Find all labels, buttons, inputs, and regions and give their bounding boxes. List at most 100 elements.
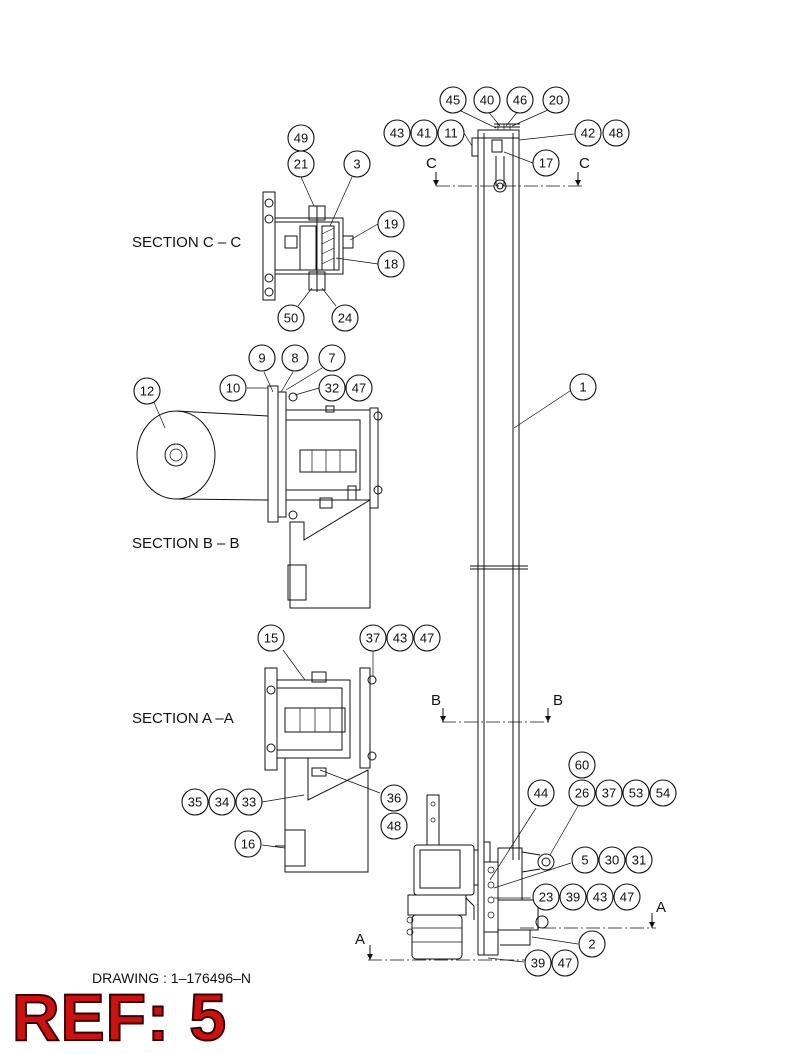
svg-text:3: 3 (353, 157, 360, 172)
svg-text:15: 15 (264, 631, 278, 646)
balloon-49: 49 (287, 124, 315, 152)
balloon-32: 32 (318, 374, 346, 402)
reference-label: REF: 5 (11, 980, 228, 1054)
cut-mark-c-left: C (426, 155, 437, 172)
balloon-43: 43 (386, 624, 414, 652)
balloon-5: 5 (571, 846, 599, 874)
balloon-16: 16 (234, 830, 262, 858)
balloon-34: 34 (208, 788, 236, 816)
svg-text:34: 34 (215, 795, 229, 810)
svg-text:35: 35 (188, 795, 202, 810)
balloon-33: 33 (235, 788, 263, 816)
svg-text:16: 16 (241, 837, 255, 852)
balloon-10: 10 (219, 374, 247, 402)
svg-text:54: 54 (656, 786, 670, 801)
balloon-43: 43 (586, 883, 614, 911)
balloon-24: 24 (331, 304, 359, 332)
balloon-39: 39 (559, 883, 587, 911)
cut-mark-a-left: A (355, 931, 365, 948)
svg-text:47: 47 (620, 890, 634, 905)
svg-text:43: 43 (393, 631, 407, 646)
svg-text:43: 43 (390, 126, 404, 141)
section-b-b-title: SECTION B – B (132, 535, 240, 552)
svg-text:24: 24 (338, 311, 352, 326)
cut-mark-c-right: C (579, 155, 590, 172)
svg-text:19: 19 (384, 217, 398, 232)
svg-text:1: 1 (579, 380, 586, 395)
svg-text:45: 45 (446, 93, 460, 108)
svg-text:49: 49 (294, 131, 308, 146)
balloon-41: 41 (410, 119, 438, 147)
svg-text:10: 10 (226, 381, 240, 396)
svg-text:9: 9 (258, 351, 265, 366)
balloon-50: 50 (277, 304, 305, 332)
svg-text:18: 18 (384, 257, 398, 272)
svg-text:8: 8 (291, 351, 298, 366)
balloon-15: 15 (257, 624, 285, 652)
balloon-31: 31 (625, 846, 653, 874)
balloon-42: 42 (574, 119, 602, 147)
svg-text:39: 39 (566, 890, 580, 905)
svg-text:42: 42 (581, 126, 595, 141)
svg-text:48: 48 (387, 819, 401, 834)
drawing-number: DRAWING : 1–176496–N (92, 970, 251, 986)
balloon-40: 40 (473, 86, 501, 114)
balloon-7: 7 (318, 344, 346, 372)
balloon-35: 35 (181, 788, 209, 816)
balloon-54: 54 (649, 779, 677, 807)
svg-text:47: 47 (558, 956, 572, 971)
svg-text:20: 20 (549, 93, 563, 108)
svg-text:31: 31 (632, 853, 646, 868)
main-column (470, 123, 528, 955)
svg-text:39: 39 (531, 956, 545, 971)
svg-text:46: 46 (513, 93, 527, 108)
cut-mark-a-right: A (656, 899, 666, 916)
balloon-45: 45 (439, 86, 467, 114)
balloon-39: 39 (524, 949, 552, 977)
svg-text:30: 30 (605, 853, 619, 868)
svg-text:2: 2 (588, 937, 595, 952)
svg-text:5: 5 (581, 853, 588, 868)
balloon-47: 47 (613, 883, 641, 911)
svg-text:53: 53 (629, 786, 643, 801)
svg-text:37: 37 (366, 631, 380, 646)
svg-text:47: 47 (352, 381, 366, 396)
svg-text:33: 33 (242, 795, 256, 810)
balloon-26: 26 (568, 779, 596, 807)
svg-text:26: 26 (575, 786, 589, 801)
balloon-8: 8 (281, 344, 309, 372)
balloon-43: 43 (383, 119, 411, 147)
balloon-44: 44 (527, 779, 555, 807)
svg-text:48: 48 (609, 126, 623, 141)
balloon-48: 48 (380, 812, 408, 840)
balloon-18: 18 (377, 250, 405, 278)
svg-text:44: 44 (534, 786, 548, 801)
section-a-a-view (264, 667, 377, 873)
balloon-46: 46 (506, 86, 534, 114)
cut-mark-b-left: B (431, 692, 441, 709)
balloon-36: 36 (380, 784, 408, 812)
svg-text:40: 40 (480, 93, 494, 108)
svg-text:17: 17 (539, 156, 553, 171)
svg-text:32: 32 (325, 381, 339, 396)
balloon-37: 37 (359, 624, 387, 652)
balloon-12: 12 (133, 377, 161, 405)
svg-text:21: 21 (294, 157, 308, 172)
cut-mark-b-right: B (553, 692, 563, 709)
balloon-17: 17 (532, 149, 560, 177)
section-c-c-view (262, 191, 354, 301)
bottom-assembly (406, 794, 555, 960)
svg-text:11: 11 (444, 126, 458, 141)
section-a-a-title: SECTION A –A (132, 710, 234, 727)
balloon-1: 1 (569, 373, 597, 401)
balloon-21: 21 (287, 150, 315, 178)
balloon-47: 47 (413, 624, 441, 652)
svg-text:23: 23 (539, 890, 553, 905)
balloon-47: 47 (551, 949, 579, 977)
balloon-37: 37 (595, 779, 623, 807)
svg-text:37: 37 (602, 786, 616, 801)
balloon-23: 23 (532, 883, 560, 911)
part-balloons: 45 40 46 20 43 41 11 42 48 17 49 21 3 19… (133, 86, 677, 977)
svg-text:12: 12 (140, 384, 154, 399)
